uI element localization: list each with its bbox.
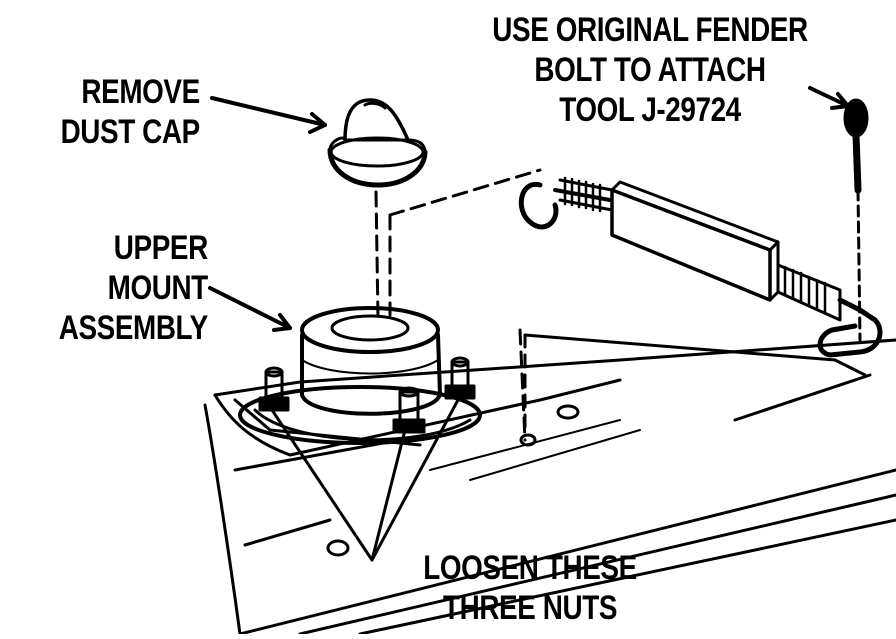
compressor-tool <box>518 176 883 358</box>
label-line: UPPER <box>113 229 208 267</box>
dust-cap <box>327 98 428 188</box>
fender-panel <box>203 338 896 636</box>
label-line: LOOSEN THESE <box>423 549 637 587</box>
label-line: THREE NUTS <box>442 589 618 627</box>
label-line: MOUNT <box>107 269 209 307</box>
label-loosen-nuts: LOOSEN THESE THREE NUTS <box>391 548 670 628</box>
label-line: DUST CAP <box>60 113 201 151</box>
leader-upper-mount <box>208 286 292 332</box>
upper-mount <box>233 306 482 447</box>
nut-left <box>258 366 290 412</box>
cap-centerline <box>374 190 380 320</box>
nut-right <box>444 356 476 400</box>
label-line: TOOL J-29724 <box>559 91 741 129</box>
nut-center <box>392 386 426 434</box>
fender-bolt <box>843 98 869 342</box>
leader-dust-cap <box>210 96 327 134</box>
spring-left <box>563 176 602 213</box>
label-line: REMOVE <box>81 73 201 111</box>
spring-right <box>783 265 827 313</box>
leader-nuts <box>270 398 460 562</box>
label-line: ASSEMBLY <box>58 309 208 347</box>
leader-fender-bolt <box>808 86 850 110</box>
label-upper-mount-assembly: UPPER MOUNT ASSEMBLY <box>59 228 208 348</box>
tool-plate <box>388 168 872 442</box>
label-remove-dust-cap: REMOVE DUST CAP <box>60 72 201 152</box>
label-line: BOLT TO ATTACH <box>534 51 766 89</box>
label-fender-bolt: USE ORIGINAL FENDER BOLT TO ATTACH TOOL … <box>461 10 838 130</box>
label-line: USE ORIGINAL FENDER <box>492 11 808 49</box>
